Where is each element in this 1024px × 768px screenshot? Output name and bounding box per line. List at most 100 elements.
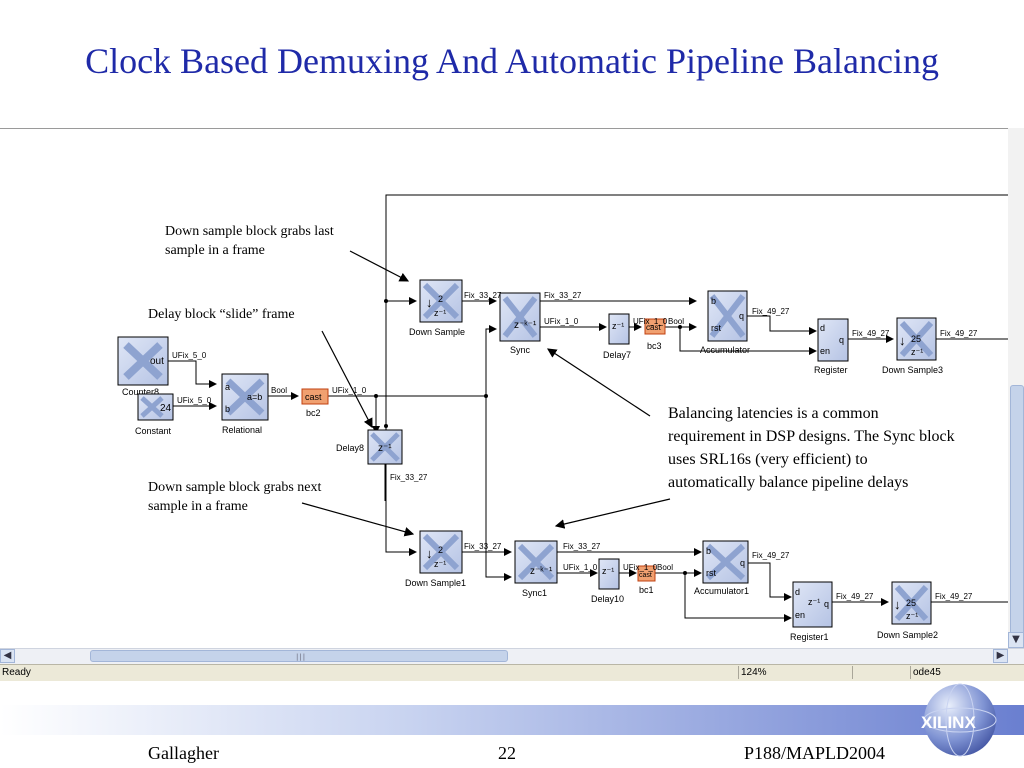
callout-down-sample-next: Down sample block grabs next sample in a… — [148, 480, 322, 514]
signal-label: UFix_1_0 — [332, 386, 367, 395]
accumulator-in-rst: rst — [711, 323, 721, 333]
signal-label: Fix_49_27 — [752, 307, 790, 316]
delay10-block[interactable]: z⁻¹ Delay10 — [591, 558, 624, 604]
accumulator1-out: q — [740, 558, 745, 568]
delay8-text: z⁻¹ — [378, 443, 392, 454]
register-name: Register — [814, 365, 848, 375]
callout-down-sample-last: Down sample block grabs last sample in a… — [165, 224, 334, 258]
register1-in-d: d — [795, 587, 800, 597]
sync1-text: z⁻ᵏ⁻¹ — [530, 566, 553, 577]
down-arrow-icon: ↓ — [894, 597, 901, 612]
signal-label: Fix_49_27 — [935, 592, 973, 601]
scroll-left-icon[interactable]: ◀ — [0, 649, 15, 663]
down-sample-factor: 2 — [438, 294, 443, 304]
register-in-d: d — [820, 323, 825, 333]
down-arrow-icon: ↓ — [426, 295, 433, 310]
register1-out: q — [824, 599, 829, 609]
xilinx-logo: XILINX — [921, 683, 997, 757]
accumulator-in-b: b — [711, 296, 716, 306]
register1-in-en: en — [795, 610, 805, 620]
register-in-en: en — [820, 346, 830, 356]
signal-label: Bool — [668, 317, 684, 326]
status-ready: Ready — [2, 667, 31, 678]
register-out: q — [839, 335, 844, 345]
down-sample3-delay: z⁻¹ — [911, 347, 923, 357]
footer-author: Gallagher — [148, 743, 219, 763]
down-sample3-block[interactable]: ↓ 25 z⁻¹ Down Sample3 — [882, 317, 943, 375]
signal-label: Fix_49_27 — [752, 551, 790, 560]
signal-label: UFix_1_0 — [623, 563, 658, 572]
register1-block[interactable]: d en z⁻¹ q Register1 — [790, 581, 833, 642]
bc1-text: cast — [639, 572, 652, 579]
status-blank — [852, 666, 905, 679]
signal-label: UFix_5_0 — [177, 396, 212, 405]
footer-band — [0, 705, 1024, 735]
bc3-block[interactable]: cast bc3 — [644, 318, 666, 351]
down-arrow-icon: ↓ — [899, 333, 906, 348]
signal-label: Fix_33_27 — [464, 542, 502, 551]
scroll-down-icon[interactable]: ▼ — [1008, 632, 1024, 648]
accumulator-name: Accumulator — [700, 345, 750, 355]
delay10-name: Delay10 — [591, 594, 624, 604]
bc2-text: cast — [305, 392, 322, 402]
signal-label: Fix_33_27 — [544, 291, 582, 300]
relational-in-b: b — [225, 404, 230, 414]
constant-name: Constant — [135, 426, 172, 436]
delay10-text: z⁻¹ — [602, 566, 614, 576]
callout-arrows — [301, 250, 671, 537]
down-sample-block[interactable]: ↓ 2 z⁻¹ Down Sample — [409, 279, 465, 337]
logo-text: XILINX — [921, 713, 976, 732]
accumulator1-in-b: b — [706, 546, 711, 556]
accumulator-block[interactable]: b rst q Accumulator — [700, 290, 750, 355]
bc2-name: bc2 — [306, 408, 321, 418]
register-block[interactable]: d en q Register — [814, 318, 849, 375]
scroll-grip-icon: ||| — [296, 653, 307, 661]
block-diagram: out Counter8 24 Constant a b a=b Relatio… — [117, 194, 1008, 642]
scroll-right-icon[interactable]: ▶ — [993, 649, 1008, 663]
signal-label: Fix_33_27 — [563, 542, 601, 551]
relational-block[interactable]: a b a=b Relational — [221, 373, 269, 435]
down-sample1-factor: 2 — [438, 545, 443, 555]
horizontal-scroll-thumb[interactable] — [90, 650, 508, 662]
status-solver: ode45 — [910, 666, 1013, 679]
slide-title: Clock Based Demuxing And Automatic Pipel… — [85, 41, 939, 81]
bc2-block[interactable]: cast bc2 — [301, 388, 329, 418]
down-sample3-name: Down Sample3 — [882, 365, 943, 375]
accumulator1-block[interactable]: b rst q Accumulator1 — [694, 540, 749, 596]
relational-in-a: a — [225, 382, 230, 392]
simulink-canvas[interactable]: out Counter8 24 Constant a b a=b Relatio… — [0, 128, 1024, 649]
down-sample1-block[interactable]: ↓ 2 z⁻¹ Down Sample1 — [405, 530, 466, 588]
callout-delay-slide: Delay block “slide” frame — [148, 307, 295, 322]
footer-reference: P188/MAPLD2004 — [744, 743, 886, 763]
sync-text: z⁻ᵏ⁻¹ — [514, 320, 537, 331]
sync1-block[interactable]: z⁻ᵏ⁻¹ Sync1 — [514, 540, 558, 598]
vertical-scroll-thumb[interactable] — [1010, 385, 1024, 637]
delay7-name: Delay7 — [603, 350, 631, 360]
bc1-block[interactable]: cast bc1 — [637, 565, 656, 595]
delay7-block[interactable]: z⁻¹ Delay7 — [603, 313, 631, 360]
down-sample2-delay: z⁻¹ — [906, 611, 918, 621]
register1-text: z⁻¹ — [808, 597, 820, 607]
counter-block[interactable]: out Counter8 — [117, 336, 169, 397]
signal-label: Fix_49_27 — [852, 329, 890, 338]
junction-dots — [374, 299, 687, 575]
signal-label: UFix_1_0 — [544, 317, 579, 326]
relational-name: Relational — [222, 425, 262, 435]
delay8-name: Delay8 — [336, 443, 364, 453]
down-sample-delay: z⁻¹ — [434, 308, 446, 318]
relational-op: a=b — [247, 392, 262, 402]
constant-value: 24 — [160, 403, 172, 414]
bc1-name: bc1 — [639, 585, 654, 595]
signal-label: Fix_33_27 — [464, 291, 502, 300]
signal-labels: UFix_5_0 UFix_5_0 Bool UFix_1_0 Fix_33_2… — [172, 291, 978, 601]
down-sample2-name: Down Sample2 — [877, 630, 938, 640]
globe-icon — [924, 684, 996, 756]
delay8-block[interactable]: z⁻¹ Delay8 — [336, 429, 403, 465]
sync-block[interactable]: z⁻ᵏ⁻¹ Sync — [499, 292, 541, 355]
wires — [168, 194, 1008, 622]
sync-name: Sync — [510, 345, 531, 355]
accumulator1-in-rst: rst — [706, 568, 716, 578]
constant-block[interactable]: 24 Constant — [135, 393, 174, 436]
signal-label: Bool — [657, 563, 673, 572]
down-sample2-block[interactable]: ↓ 25 z⁻¹ Down Sample2 — [877, 581, 938, 640]
